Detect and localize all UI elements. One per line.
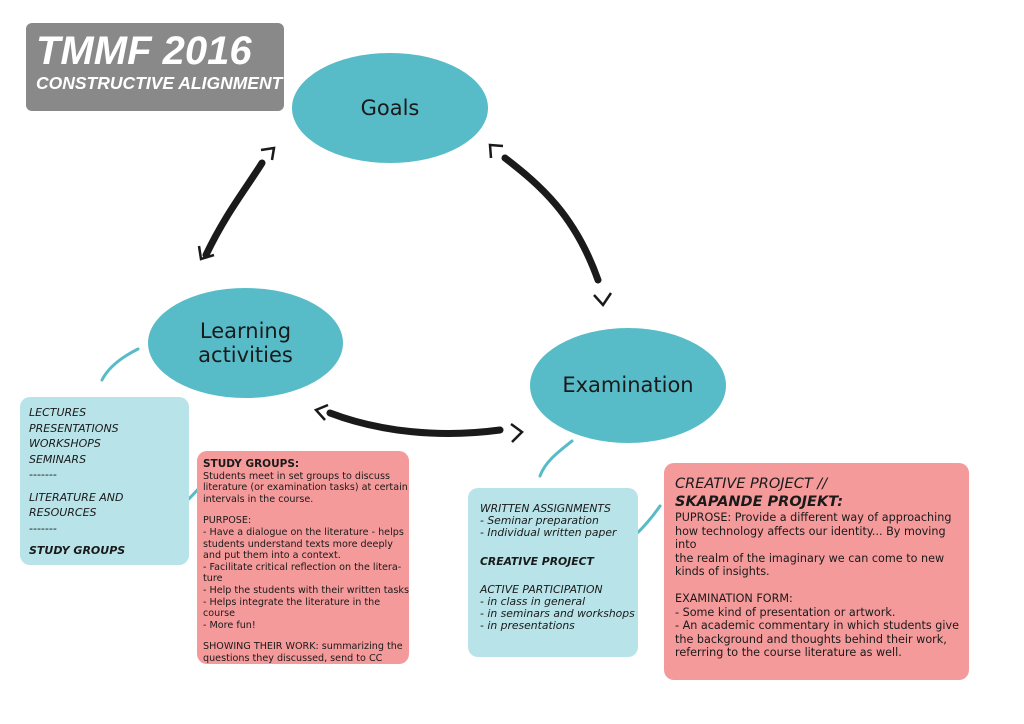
goals-node: Goals [292,53,488,163]
exam-creative-project: CREATIVE PROJECT [480,554,594,568]
creative-exam-line: the background and thoughts behind their… [675,632,947,646]
exam-active-line: - in presentations [480,619,575,633]
study-purpose-line: ture [203,573,223,585]
arrowhead-exam-2 [510,422,524,443]
exam-written-line: - Seminar preparation [480,514,599,528]
creative-project-box: CREATIVE PROJECT // SKAPANDE PROJEKT: PU… [664,463,969,680]
title-subtitle: CONSTRUCTIVE ALIGNMENT [36,73,283,93]
exam-written-line: - Individual written paper [480,526,617,540]
study-intro-line: Students meet in set groups to discuss [203,470,390,482]
study-purpose-line: students understand texts more deeply [203,538,393,550]
arrowhead-goals [260,146,276,161]
goals-label: Goals [360,95,420,120]
creative-purpose-line: the realm of the imaginary we can come t… [675,551,945,565]
study-intro-line: intervals in the course. [203,493,314,505]
divider-text: ------- [29,521,57,535]
arrowhead-learning-2 [313,403,329,421]
creative-exam-line: - An academic commentary in which studen… [675,619,960,633]
learning-label-line2: activities [198,343,293,367]
examination-box: WRITTEN ASSIGNMENTS - Seminar preparatio… [468,488,638,657]
exam-active-line: - in class in general [480,595,586,609]
exam-written-heading: WRITTEN ASSIGNMENTS [480,502,611,515]
creative-purpose-line: how technology affects our identity... B… [675,524,946,552]
list-item: SEMINARS [29,452,87,466]
arrowhead-goals-2 [488,143,504,159]
connector-learning-box [100,347,140,382]
arrowhead-learning [197,245,215,261]
title-box: TMMF 2016 CONSTRUCTIVE ALIGNMENT [26,23,284,111]
list-item: WORKSHOPS [29,437,101,450]
creative-exam-line: referring to the course literature as we… [675,646,902,660]
list-item: LITERATURE AND RESOURCES [29,490,124,520]
creative-purpose-line: kinds of insights. [675,565,770,579]
creative-title: CREATIVE PROJECT // [675,476,828,492]
creative-exam-line: - Some kind of presentation or artwork. [675,605,896,619]
list-item: LECTURES [29,406,87,419]
study-heading: STUDY GROUPS: [203,458,300,470]
arrow-goals-exam [501,154,602,284]
list-item: PRESENTATIONS [29,421,119,435]
study-purpose-label: PURPOSE: [203,515,252,527]
study-intro-line: literature (or examination tasks) at cer… [203,482,408,494]
learning-activities-box: LECTURES PRESENTATIONS WORKSHOPS SEMINAR… [20,397,189,565]
study-showing-line: questions they discussed, send to CC [203,652,383,664]
examination-label: Examination [562,373,694,398]
connector-exam-box [538,439,574,478]
study-purpose-line: - Helps integrate the literature in the … [203,596,381,620]
exam-active-line: - in seminars and workshops [480,607,635,621]
study-purpose-line: - Facilitate critical reflection on the … [203,561,402,573]
study-purpose-line: - Help the students with their written t… [203,584,409,596]
study-purpose-line: - Have a dialogue on the literature - he… [203,526,404,538]
arrow-goals-learning [202,159,266,259]
divider-text: ------- [29,468,57,481]
study-showing-line: SHOWING THEIR WORK: summarizing the [203,641,403,653]
study-groups-box: STUDY GROUPS: Students meet in set group… [197,451,409,664]
study-purpose-line: - More fun! [203,619,256,631]
creative-exam-label: EXAMINATION FORM: [675,591,793,605]
arrowhead-exam [593,292,613,308]
title-main: TMMF 2016 [36,29,252,73]
learning-activities-node: Learning activities [148,288,343,398]
arrow-learning-exam [326,409,504,437]
creative-title-swedish: SKAPANDE PROJEKT: [675,494,844,510]
exam-active-heading: ACTIVE PARTICIPATION [480,582,603,596]
learning-label-line1: Learning [199,318,292,343]
learning-activities-label: Learning activities [198,319,293,367]
study-purpose-line: and put them into a context. [203,550,341,562]
list-item: STUDY GROUPS [29,544,126,557]
creative-purpose-line: PUPROSE: Provide a different way of appr… [675,511,952,524]
examination-node: Examination [530,328,726,443]
